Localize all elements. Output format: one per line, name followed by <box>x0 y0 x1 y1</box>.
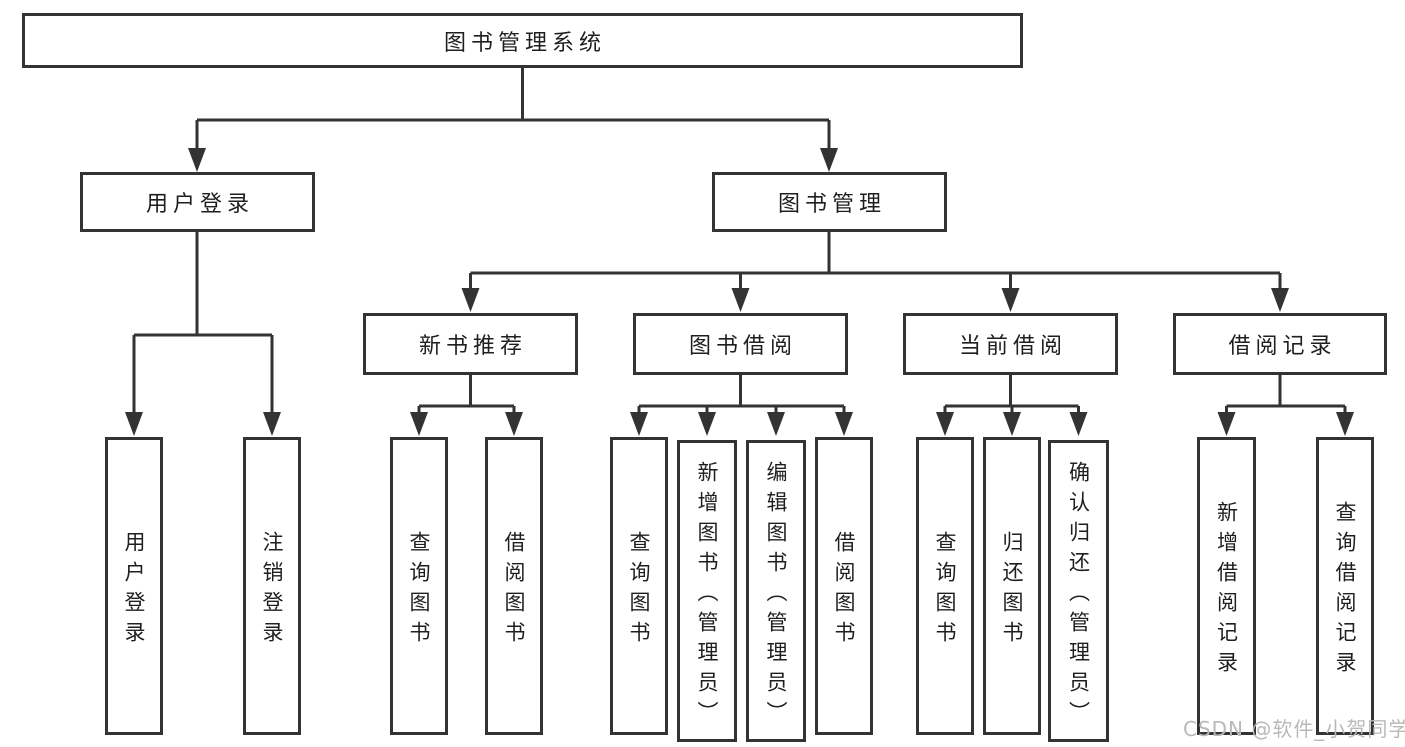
node-user-login: 用户登录 <box>80 172 315 232</box>
arrow-down-icon <box>1069 412 1088 436</box>
arrow-down-icon <box>505 412 523 436</box>
leaf-query-book-3: 查询图书 <box>916 437 974 735</box>
node-book-borrow: 图书借阅 <box>633 313 848 375</box>
node-root-system: 图书管理系统 <box>22 13 1023 68</box>
connector-current-borrow-children <box>936 375 1088 436</box>
node-current-borrow: 当前借阅 <box>903 313 1118 375</box>
leaf-confirm-return-admin: 确认归还（管理员） <box>1048 440 1109 742</box>
leaf-add-borrow-record: 新增借阅记录 <box>1197 437 1256 735</box>
leaf-logout: 注销登录 <box>243 437 301 735</box>
connector-borrow-records-children <box>1217 375 1354 436</box>
arrow-down-icon <box>1003 412 1021 436</box>
arrow-down-icon <box>731 288 750 312</box>
arrow-down-icon <box>1001 288 1020 312</box>
watermark: CSDN @软件_小贺同学 <box>1183 717 1405 741</box>
connector-book-management-to-level3 <box>461 232 1289 312</box>
connector-root-to-level2 <box>188 68 838 172</box>
node-book-management: 图书管理 <box>712 172 947 232</box>
arrow-down-icon <box>410 412 428 436</box>
leaf-query-book-1: 查询图书 <box>390 437 448 735</box>
connector-new-book-children <box>410 375 523 436</box>
leaf-user-login: 用户登录 <box>105 437 163 735</box>
node-new-book-recommend: 新书推荐 <box>363 313 578 375</box>
arrow-down-icon <box>767 412 785 436</box>
node-borrow-records: 借阅记录 <box>1173 313 1387 375</box>
arrow-down-icon <box>188 148 206 172</box>
arrow-down-icon <box>630 412 648 436</box>
leaf-edit-book-admin: 编辑图书（管理员） <box>746 440 806 742</box>
arrow-down-icon <box>125 412 143 436</box>
arrow-down-icon <box>263 412 281 436</box>
connector-book-borrow-children <box>630 375 853 436</box>
leaf-borrow-book-2: 借阅图书 <box>815 437 873 735</box>
leaf-return-book: 归还图书 <box>983 437 1041 735</box>
arrow-down-icon <box>820 148 838 172</box>
leaf-add-book-admin: 新增图书（管理员） <box>677 440 737 742</box>
leaf-query-book-2: 查询图书 <box>610 437 668 735</box>
arrow-down-icon <box>1271 288 1289 312</box>
arrow-down-icon <box>1217 412 1236 436</box>
leaf-query-borrow-record: 查询借阅记录 <box>1316 437 1374 735</box>
arrow-down-icon <box>936 412 954 436</box>
connector-user-login-children <box>125 232 281 436</box>
arrow-down-icon <box>698 412 716 436</box>
arrow-down-icon <box>1336 412 1354 436</box>
arrow-down-icon <box>461 288 480 312</box>
arrow-down-icon <box>835 412 853 436</box>
leaf-borrow-book-1: 借阅图书 <box>485 437 543 735</box>
